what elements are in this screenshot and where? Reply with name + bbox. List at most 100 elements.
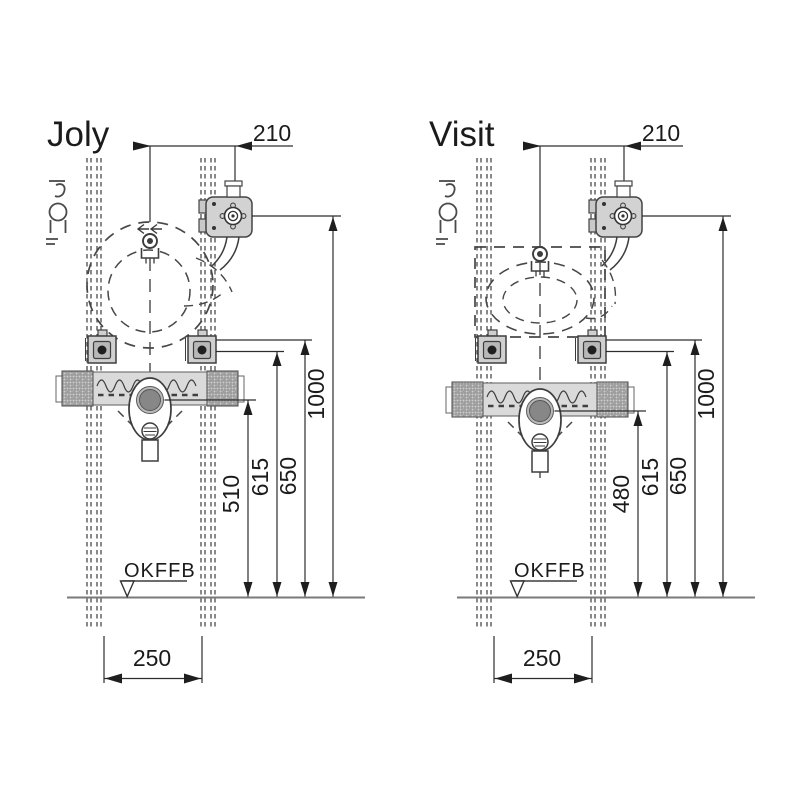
top-offset-dimension: 210 [523,120,683,246]
urinal-pictogram-icon [436,180,458,245]
bracket-bolt [97,345,107,355]
dimension-value: 250 [133,645,171,671]
drain-fitting-icon [507,388,646,473]
cleanout-hatch [533,438,547,447]
faucet-icon [136,223,162,264]
diagram-title: Visit [429,115,495,154]
urinal-pictogram-icon [46,180,68,245]
top-offset-dimension: 210 [133,120,293,222]
drain-opening [529,400,551,422]
faucet-icon [530,246,550,277]
arrowhead-icon [662,582,672,597]
level-marker-icon [119,580,136,599]
arrowhead-icon [718,582,728,597]
arrowhead-icon [105,673,122,684]
wall-anchor-block [451,381,484,418]
arrowhead-icon [272,352,282,366]
pipe-dashed-arc [195,257,233,293]
dim-height-1: 510 [218,400,253,597]
arrowhead-icon [243,401,253,415]
dimension-value: 1000 [303,368,329,419]
dimension-value: 650 [665,457,691,495]
rail-spacing-dimension: 250 [103,636,203,684]
faucet-feet [535,271,545,277]
floor-level-label: OKFFB [124,560,196,582]
dim-height-4: 1000 [693,216,728,597]
arrowhead-icon [625,141,641,151]
wall-anchor-block [206,370,239,407]
outlet-pipe-curve [211,236,228,267]
fixing-brackets [475,329,702,364]
valve-outlet-inner [227,210,239,222]
arrowhead-icon [133,141,151,151]
faucet-circle [142,233,158,249]
dimension-value: 480 [608,475,634,513]
pictogram-hook [444,183,456,198]
body-bolt [602,226,606,230]
dim-height-2: 615 [637,351,672,597]
drain-opening [139,389,161,411]
dim-height-1: 480 [608,411,643,597]
arrowhead-icon [633,412,643,426]
arrowhead-icon [300,341,310,355]
pipe-dashed-arc [183,291,225,307]
pipe-dashed-arc [601,259,617,305]
arrowhead-icon [662,352,672,366]
pictogram-equals [46,238,58,245]
arrowhead-icon [574,673,591,684]
faucet-dot [147,238,153,244]
drain-pipe [531,450,549,473]
dim-height-2: 615 [247,351,282,597]
diagram-visit: Visit 210 [429,115,755,684]
arrowhead-icon [523,141,541,151]
dimension-value: 210 [253,120,291,146]
supply-pipe [616,185,631,198]
pipe-collar [614,180,633,187]
arrowhead-icon [236,141,252,151]
pictogram-circle [438,202,458,222]
valve-assembly-icon [198,180,341,271]
basin-inner-circle [107,249,191,333]
dimension-value: 650 [275,457,301,495]
cleanout-hatch [143,427,157,436]
bracket-tab [487,329,498,337]
faucet-dot [537,251,543,257]
dimension-value: 615 [637,458,663,496]
pictogram-equals [436,238,448,245]
faucet-bracket [530,261,550,272]
supply-pipe [226,185,241,198]
dimension-value: 615 [247,458,273,496]
level-marker-icon [509,580,526,599]
arrowhead-icon [690,582,700,597]
faucet-bracket [140,248,160,259]
arrowhead-icon [718,217,728,231]
bracket-bolt [587,345,597,355]
dimension-value: 510 [218,475,244,513]
dim-height-4: 1000 [303,216,338,597]
arrowhead-icon [495,673,512,684]
arrowhead-icon [300,582,310,597]
faucet-circle [532,246,548,262]
outlet-pipe-curve [219,236,240,271]
wall-anchor-block [596,381,629,418]
floor-level-label: OKFFB [514,560,586,582]
bracket-tab [587,329,598,337]
height-dimensions: 480 615 650 1000 [608,216,728,597]
pictogram-hook [54,183,66,198]
pipe-dashed-arc [585,305,613,320]
drain-pipe [141,439,159,462]
arrowhead-icon [243,582,253,597]
valve-assembly-icon [588,180,731,271]
arrowhead-icon [328,217,338,231]
valve-outlet-inner [617,210,629,222]
body-bolt [602,202,606,206]
outlet-pipe-curve [601,236,618,267]
bracket-tab [197,329,208,337]
dimension-value: 1000 [693,368,719,419]
flow-arrow-icon [136,223,149,235]
pictogram-legs [439,220,457,233]
diagram-joly: Joly 210 [46,115,365,684]
floor-level: OKFFB [457,560,755,599]
